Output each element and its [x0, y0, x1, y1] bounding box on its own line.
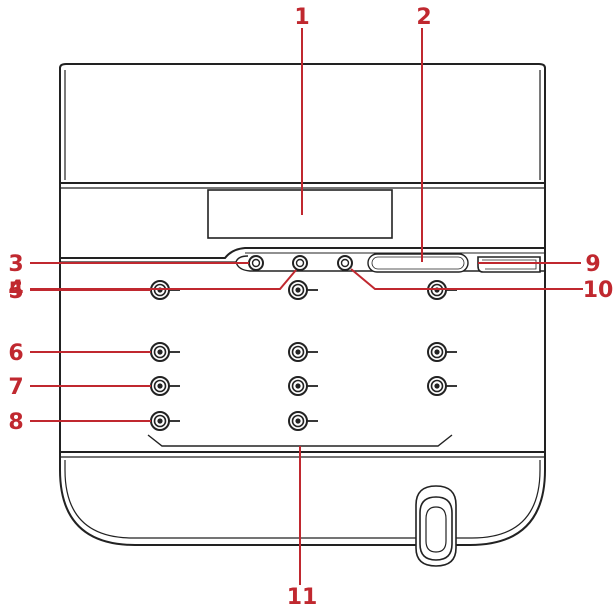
callout-10: 10: [583, 278, 614, 303]
callout-8: 8: [8, 410, 23, 435]
callout-11: 11: [287, 585, 318, 610]
leader-lines: [30, 28, 583, 585]
indicator-led-4: [292, 255, 308, 271]
device-body: [59, 63, 546, 567]
callout-5-shown: 5: [8, 279, 23, 304]
lock-latch: [415, 485, 457, 567]
callout-3: 3: [8, 252, 23, 277]
display-window: [207, 189, 393, 239]
side-tab: [477, 256, 541, 273]
callout-2: 2: [416, 5, 431, 30]
callout-1: 1: [294, 5, 309, 30]
callout-6: 6: [8, 341, 23, 366]
callout-4: 4: [8, 277, 23, 302]
callout-9: 9: [585, 252, 600, 277]
callout-7: 7: [8, 375, 23, 400]
card-slot: [367, 253, 469, 273]
indicator-led-3: [248, 255, 264, 271]
indicator-led-10: [337, 255, 353, 271]
